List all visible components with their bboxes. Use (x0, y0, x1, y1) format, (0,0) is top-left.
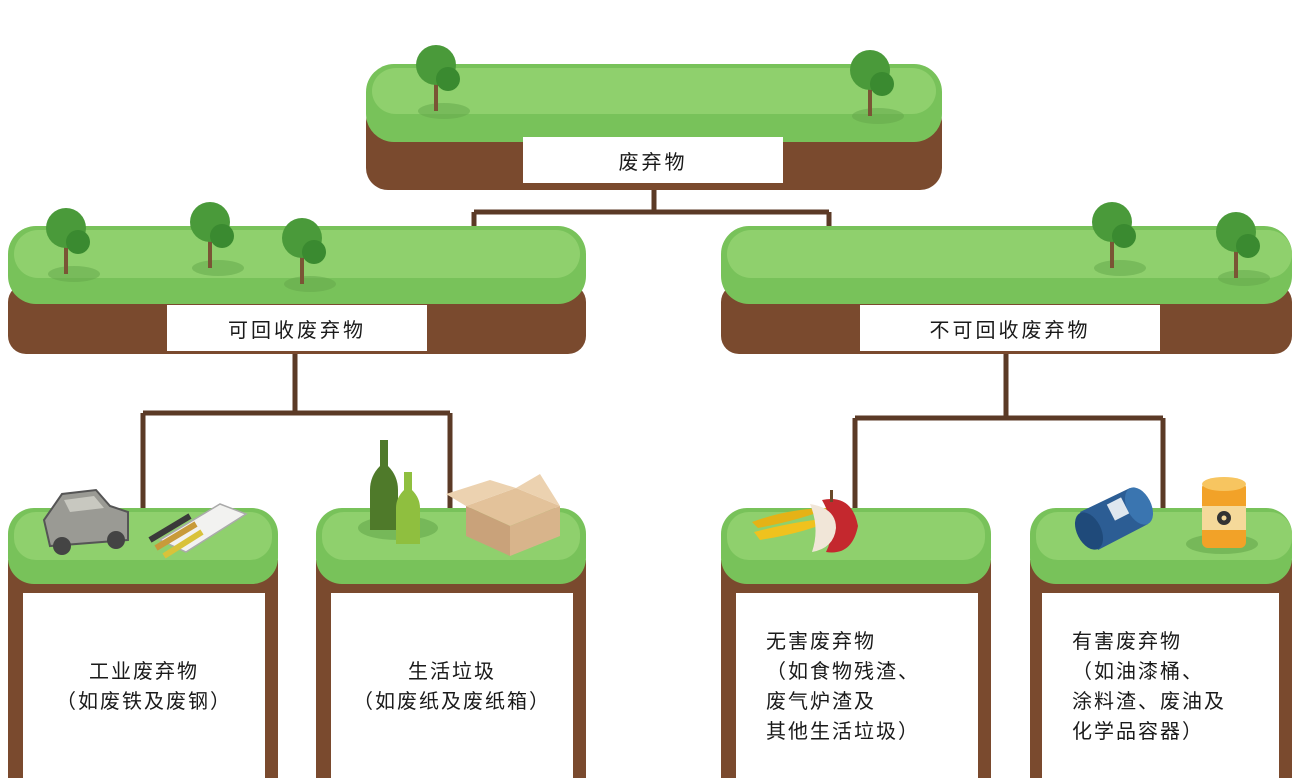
non-hazardous-line-1: 无害废弃物 (766, 628, 876, 653)
industrial-title: 工业废弃物 (89, 658, 199, 683)
non-hazardous-line-3: 废气炉渣及 (766, 688, 876, 713)
hazardous-line-3: 涂料渣、废油及 (1072, 688, 1226, 713)
non-hazardous-line-2: （如食物残渣、 (766, 658, 920, 683)
cable-icon (148, 503, 248, 559)
non-hazardous-line-4: 其他生活垃圾） (766, 718, 920, 743)
connector-recyclable (140, 352, 453, 530)
household-examples: （如废纸及废纸箱） (353, 688, 551, 713)
node-hazardous-waste: 有害废弃物 （如油漆桶、 涂料渣、废油及 化学品容器） (1042, 593, 1279, 778)
node-recyclable-label: 可回收废弃物 (167, 305, 427, 351)
apple-core-icon (810, 490, 858, 553)
glass-bottle-icon (370, 440, 420, 544)
platform-recyclable (8, 202, 586, 354)
node-root-label: 废弃物 (523, 137, 783, 183)
car-wreck-icon (42, 488, 129, 555)
hazardous-line-1: 有害废弃物 (1072, 628, 1182, 653)
hazardous-line-2: （如油漆桶、 (1072, 658, 1204, 683)
connector-lines (140, 190, 1166, 530)
node-non-recyclable-label: 不可回收废弃物 (860, 305, 1160, 351)
cardboard-box-icon (446, 474, 560, 556)
node-household-waste: 生活垃圾 （如废纸及废纸箱） (331, 593, 573, 778)
connector-root (471, 190, 832, 262)
node-industrial-waste: 工业废弃物 （如废铁及废钢） (23, 593, 265, 778)
hazardous-line-4: 化学品容器） (1072, 718, 1204, 743)
barrel-icon (1074, 487, 1154, 550)
household-title: 生活垃圾 (408, 658, 496, 683)
industrial-examples: （如废铁及废钢） (56, 688, 232, 713)
node-non-hazardous-waste: 无害废弃物 （如食物残渣、 废气炉渣及 其他生活垃圾） (736, 593, 978, 778)
connector-non-recyclable (852, 352, 1166, 530)
radioactive-drum-icon (1202, 477, 1246, 548)
